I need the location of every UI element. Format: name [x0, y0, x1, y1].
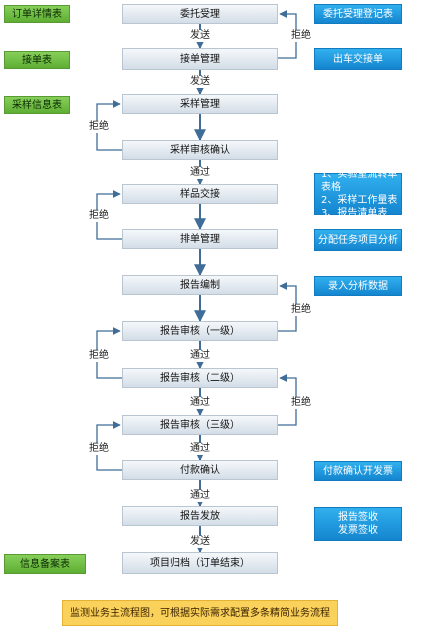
doc-order-receipt[interactable]: 接单表 — [4, 51, 70, 69]
label-send-2: 发送 — [189, 76, 211, 88]
label-reject-2: 拒绝 — [88, 121, 110, 133]
doc-lab-form-list[interactable]: 1、实验室流转单表格 2、采样工作量表 3、报告清单表 — [314, 169, 402, 219]
label-pass-2: 通过 — [189, 350, 211, 362]
doc-task-assignment[interactable]: 分配任务项目分析 — [314, 229, 402, 251]
doc-enter-analysis-data[interactable]: 录入分析数据 — [314, 276, 402, 296]
doc-vehicle-handover[interactable]: 出车交接单 — [314, 48, 402, 70]
doc-payment-invoice[interactable]: 付款确认开发票 — [314, 461, 402, 481]
step-sampling-review[interactable]: 采样审核确认 — [122, 140, 278, 160]
label-pass-5: 通过 — [189, 490, 211, 502]
step-report-review-3[interactable]: 报告审核（三级） — [122, 415, 278, 435]
label-pass-4: 通过 — [189, 443, 211, 455]
step-sample-handover[interactable]: 样品交接 — [122, 184, 278, 204]
step-project-archive[interactable]: 项目归档（订单结束） — [122, 552, 278, 574]
footer-note: 监测业务主流程图，可根据实际需求配置多条精简业务流程 — [62, 600, 338, 626]
label-send-1: 发送 — [189, 30, 211, 42]
label-reject-7: 拒绝 — [88, 443, 110, 455]
label-pass-3: 通过 — [189, 397, 211, 409]
step-entrust-accept[interactable]: 委托受理 — [122, 4, 278, 24]
doc-sampling-info[interactable]: 采样信息表 — [4, 96, 70, 114]
doc-filing-info[interactable]: 信息备案表 — [4, 554, 86, 574]
step-report-review-2[interactable]: 报告审核（二级） — [122, 368, 278, 388]
label-reject-5: 拒绝 — [290, 304, 312, 316]
doc-order-details[interactable]: 订单详情表 — [4, 5, 70, 23]
doc-report-invoice-signoff[interactable]: 报告签收 发票签收 — [314, 507, 402, 541]
doc-entrust-register[interactable]: 委托受理登记表 — [314, 4, 402, 24]
step-order-management[interactable]: 接单管理 — [122, 48, 278, 70]
label-reject-3: 拒绝 — [88, 210, 110, 222]
step-scheduling[interactable]: 排单管理 — [122, 229, 278, 249]
step-payment-confirm[interactable]: 付款确认 — [122, 460, 278, 480]
label-reject-4: 拒绝 — [88, 350, 110, 362]
label-send-3: 发送 — [189, 536, 211, 548]
step-report-release[interactable]: 报告发放 — [122, 506, 278, 526]
step-report-review-1[interactable]: 报告审核（一级） — [122, 321, 278, 341]
step-report-compile[interactable]: 报告编制 — [122, 275, 278, 295]
label-pass-1: 通过 — [189, 167, 211, 179]
label-reject-6: 拒绝 — [290, 397, 312, 409]
step-sampling-management[interactable]: 采样管理 — [122, 94, 278, 114]
label-reject-1: 拒绝 — [290, 30, 312, 42]
